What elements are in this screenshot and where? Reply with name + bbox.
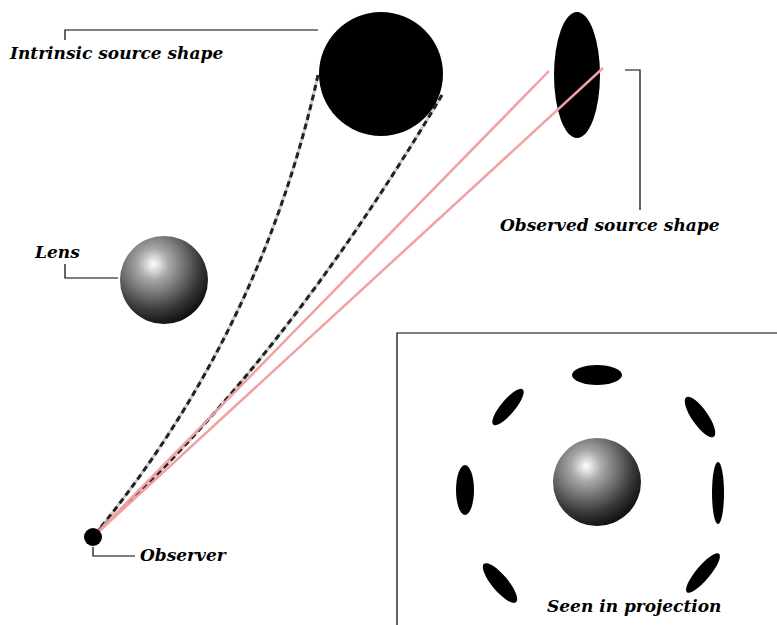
lens-label: Lens — [35, 242, 80, 262]
light-paths — [97, 75, 442, 532]
leader-lines — [65, 30, 640, 556]
inset-lens — [553, 438, 641, 526]
source-label: Intrinsic source shape — [10, 43, 223, 63]
lens-sphere — [120, 236, 208, 324]
observer-dot — [84, 528, 102, 546]
apparent-rays — [95, 68, 603, 535]
observed-label: Observed source shape — [500, 215, 720, 235]
observer-label: Observer — [140, 545, 226, 565]
observed-source — [554, 12, 600, 138]
einstein-ring-images — [456, 365, 724, 607]
inset-frame — [397, 333, 777, 625]
inset-label: Seen in projection — [547, 596, 721, 616]
intrinsic-source — [319, 12, 443, 136]
